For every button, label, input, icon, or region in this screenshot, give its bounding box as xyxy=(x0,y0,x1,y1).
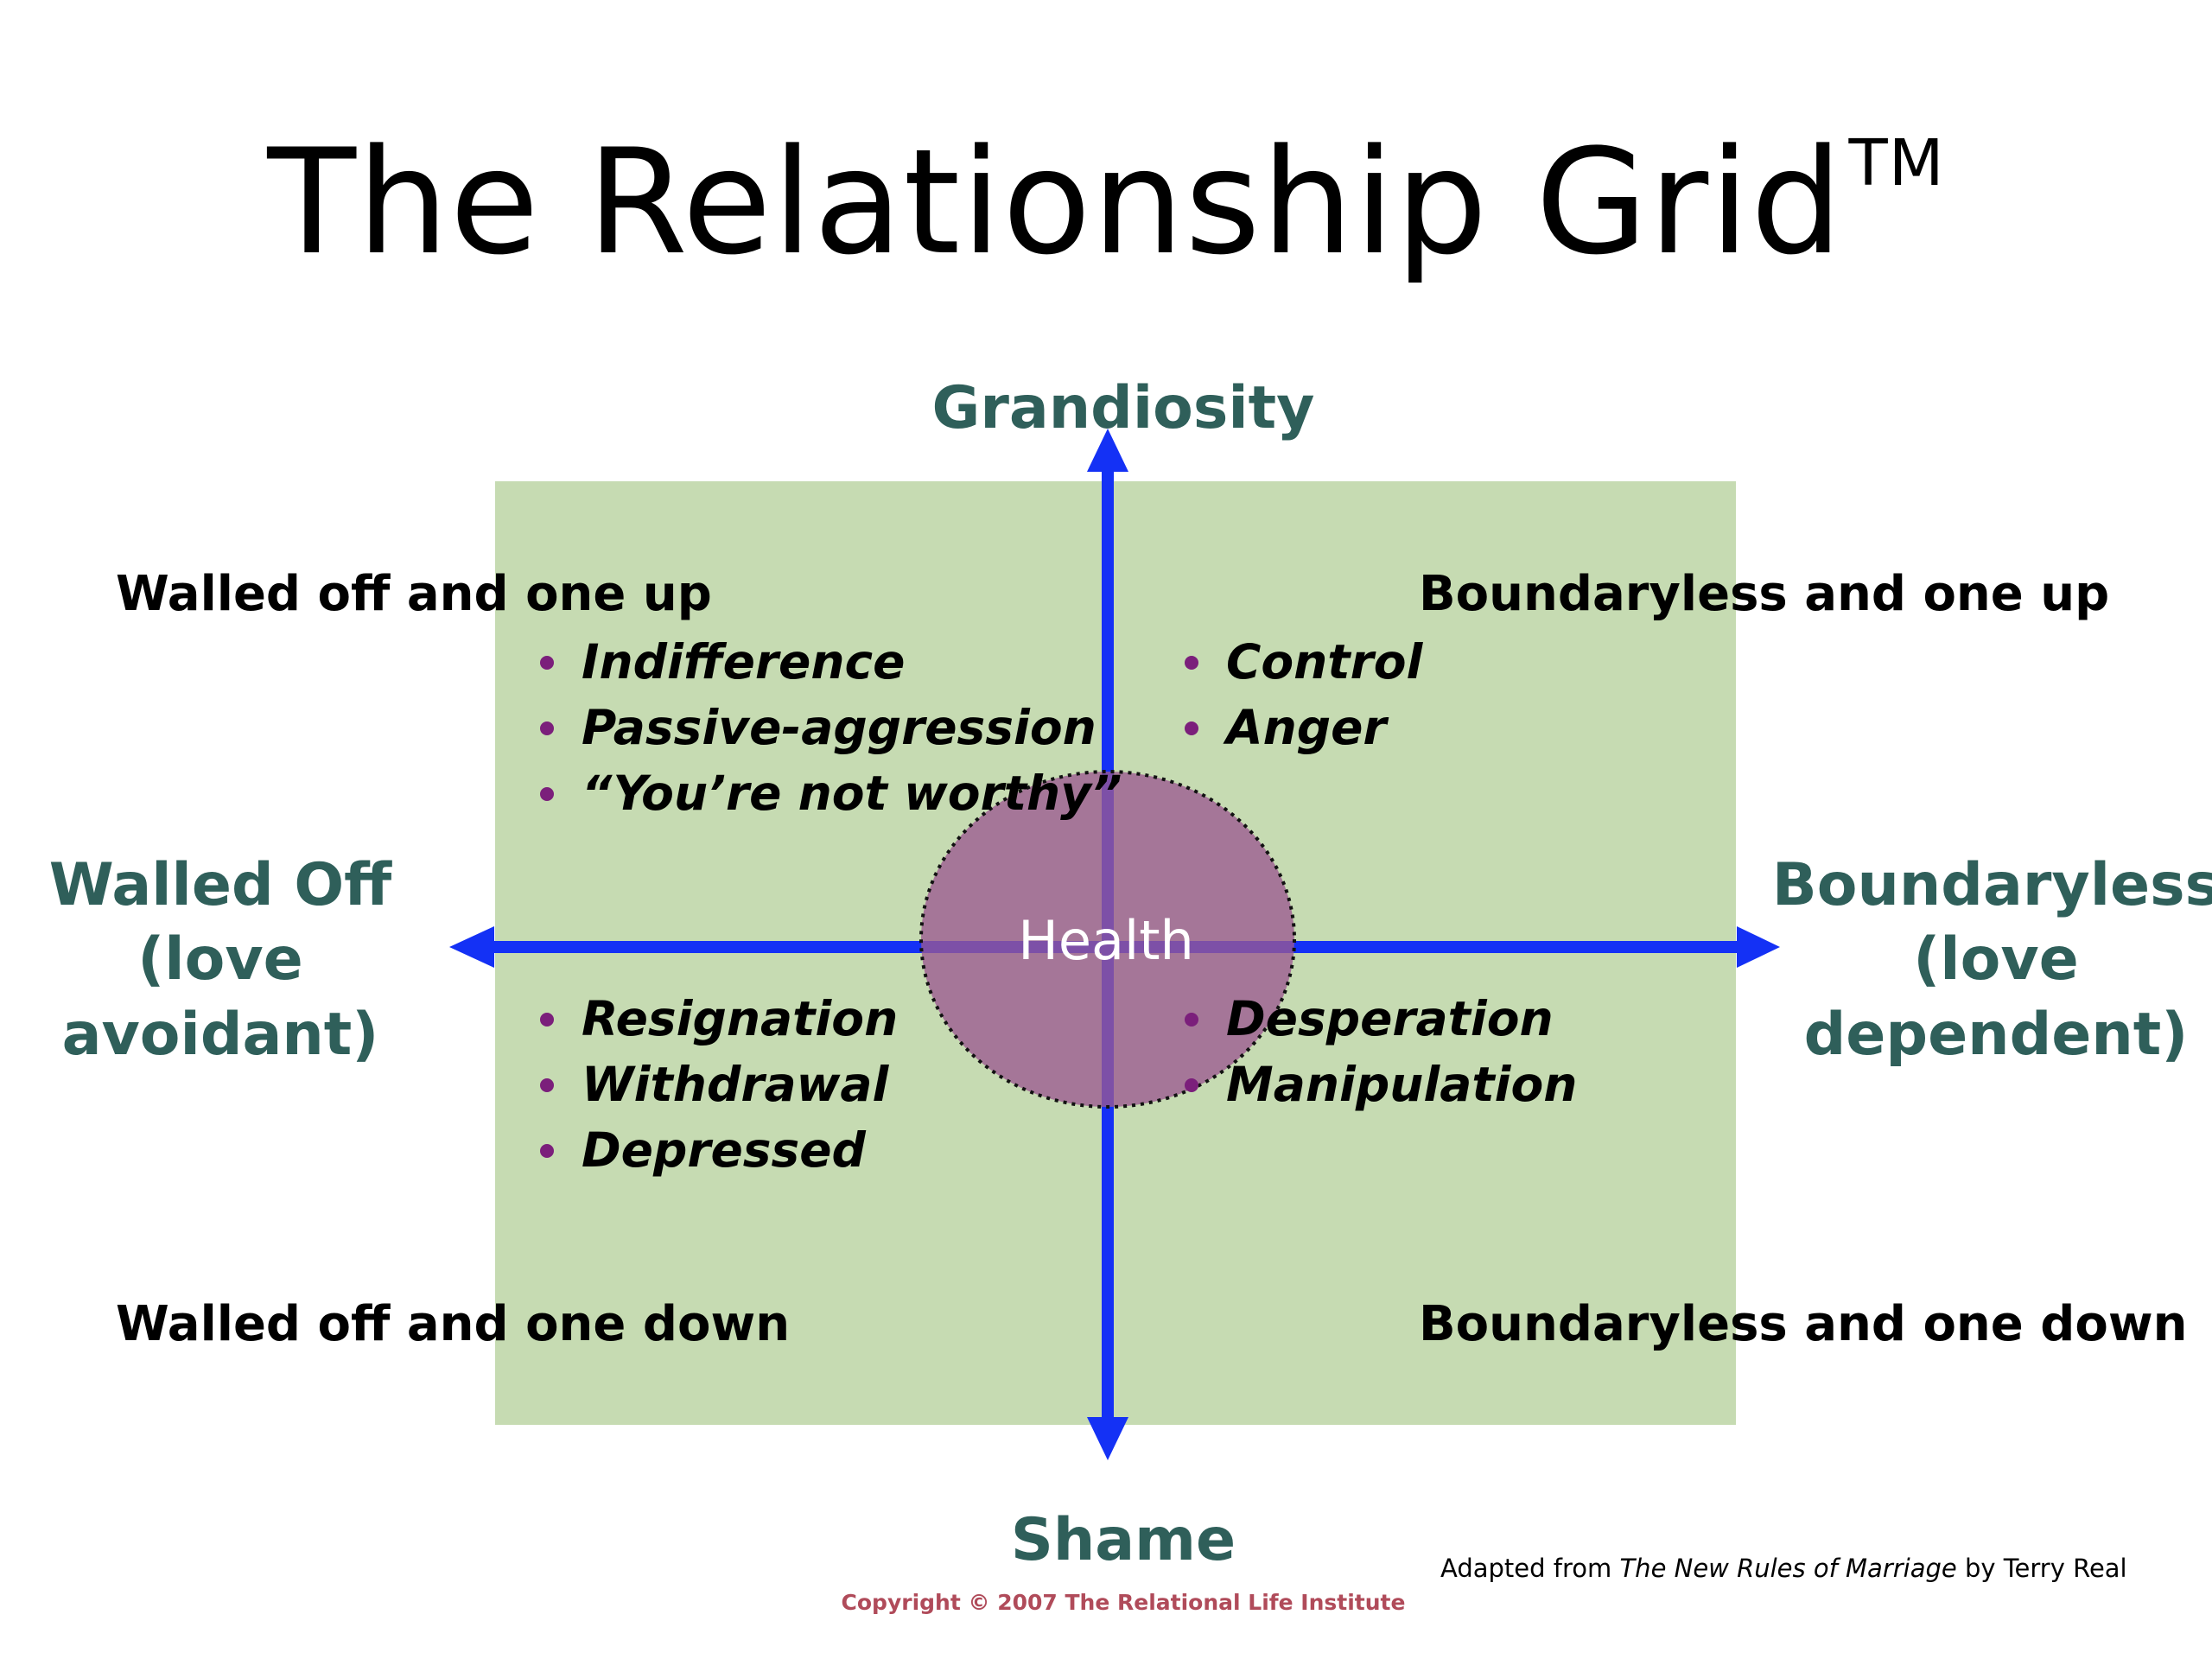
axis-left-line-2: (love xyxy=(137,925,303,995)
list-item: Manipulation xyxy=(1173,1052,1577,1117)
axis-label-bottom: Shame xyxy=(1010,1506,1236,1574)
bullet-icon xyxy=(1185,721,1198,735)
axis-label-top: Grandiosity xyxy=(931,374,1315,442)
list-item-text: Manipulation xyxy=(1226,1057,1578,1112)
arrow-left-icon xyxy=(449,926,494,968)
health-circle xyxy=(919,770,1296,1109)
axis-left-line-1: Walled Off xyxy=(48,851,392,919)
quadrant-label-top-right: Boundaryless and one up xyxy=(1419,566,2110,622)
list-top-right: Control Anger xyxy=(1173,629,1422,760)
credit-suffix: by Terry Real xyxy=(1956,1554,2127,1583)
arrow-up-icon xyxy=(1087,429,1128,472)
bullet-icon xyxy=(540,721,554,735)
axis-left-line-3: avoidant) xyxy=(61,1000,379,1069)
bullet-icon xyxy=(540,656,554,670)
axis-right-line-2: (love xyxy=(1913,925,2079,995)
list-item-text: Resignation xyxy=(582,991,899,1046)
list-item: Control xyxy=(1173,629,1422,695)
list-item-text: “You’re not worthy” xyxy=(582,766,1122,821)
list-item-text: Passive-aggression xyxy=(582,700,1096,755)
list-item-text: Desperation xyxy=(1226,991,1554,1046)
bullet-icon xyxy=(540,1144,554,1158)
list-item-text: Withdrawal xyxy=(582,1057,889,1112)
arrow-down-icon xyxy=(1087,1417,1128,1460)
list-item-text: Depressed xyxy=(582,1122,866,1178)
credit-book-title: The New Rules of Marriage xyxy=(1619,1554,1957,1583)
list-item-text: Indifference xyxy=(582,634,906,690)
axis-label-left: Walled Off (love avoidant) xyxy=(17,849,423,1072)
list-item: “You’re not worthy” xyxy=(528,760,1122,826)
bullet-icon xyxy=(540,787,554,801)
source-credit: Adapted from The New Rules of Marriage b… xyxy=(1440,1554,2127,1583)
axis-right-line-3: dependent) xyxy=(1803,1000,2189,1069)
list-item: Resignation xyxy=(528,986,898,1052)
bullet-icon xyxy=(1185,656,1198,670)
arrow-right-icon xyxy=(1737,926,1780,968)
list-item: Withdrawal xyxy=(528,1052,898,1117)
quadrant-label-bottom-right: Boundaryless and one down xyxy=(1419,1296,2188,1352)
list-item: Passive-aggression xyxy=(528,695,1122,760)
credit-prefix: Adapted from xyxy=(1440,1554,1620,1583)
list-bottom-left: Resignation Withdrawal Depressed xyxy=(528,986,898,1183)
list-item: Anger xyxy=(1173,695,1422,760)
quadrant-label-top-left: Walled off and one up xyxy=(116,566,712,622)
trademark-mark: TM xyxy=(1848,126,1945,200)
list-item: Indifference xyxy=(528,629,1122,695)
list-item: Depressed xyxy=(528,1117,898,1183)
quadrant-label-bottom-left: Walled off and one down xyxy=(116,1296,791,1352)
bullet-icon xyxy=(1185,1078,1198,1092)
list-bottom-right: Desperation Manipulation xyxy=(1173,986,1577,1117)
axis-right-line-1: Boundaryless xyxy=(1771,851,2212,919)
bullet-icon xyxy=(1185,1013,1198,1027)
health-label: Health xyxy=(1018,909,1194,972)
title-text: The Relationship Grid xyxy=(267,118,1844,287)
list-top-left: Indifference Passive-aggression “You’re … xyxy=(528,629,1122,826)
list-item: Desperation xyxy=(1173,986,1577,1052)
list-item-text: Anger xyxy=(1226,700,1387,755)
copyright-notice: Copyright © 2007 The Relational Life Ins… xyxy=(841,1590,1406,1615)
bullet-icon xyxy=(540,1013,554,1027)
bullet-icon xyxy=(540,1078,554,1092)
list-item-text: Control xyxy=(1226,634,1423,690)
page-title: The Relationship GridTM xyxy=(0,130,2212,275)
axis-label-right: Boundaryless (love dependent) xyxy=(1763,849,2212,1072)
